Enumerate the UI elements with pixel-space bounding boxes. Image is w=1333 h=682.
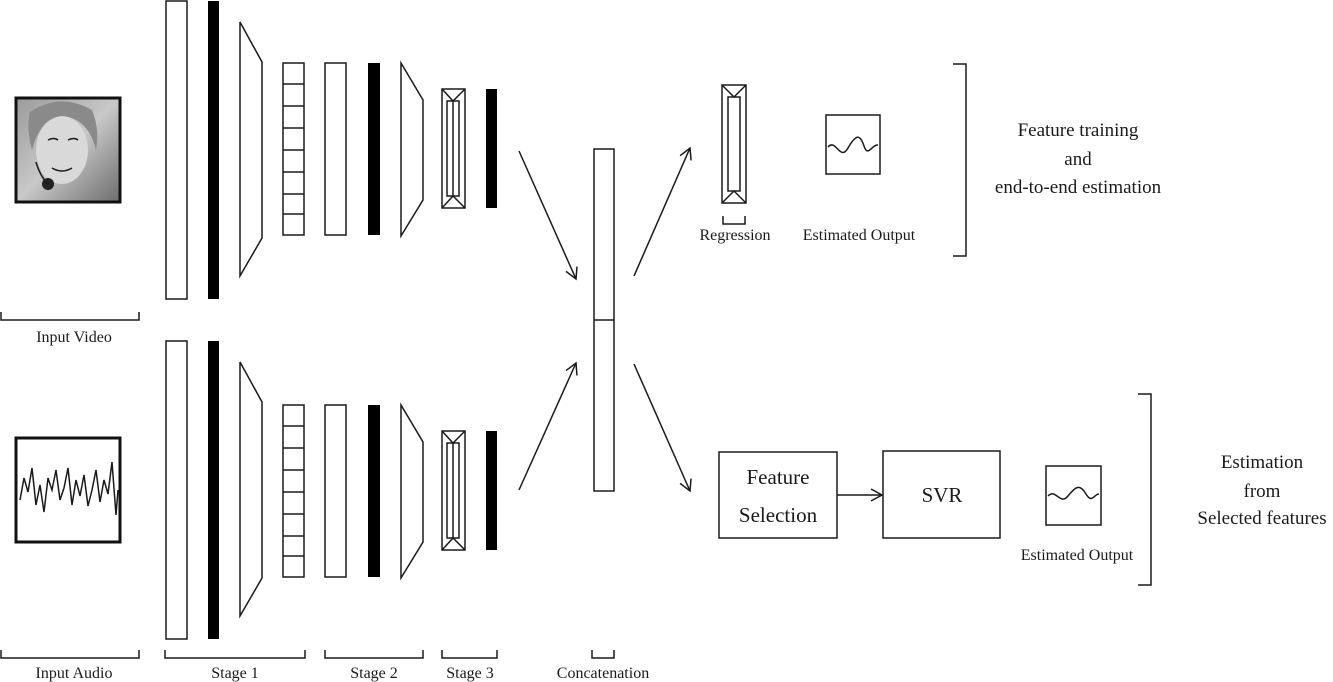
top-description-line3: end-to-end estimation [995, 177, 1162, 198]
stage2-label: Stage 2 [350, 665, 398, 682]
bottom-estimated-output-label: Estimated Output [1021, 547, 1134, 564]
bottom-description-line2: from [1244, 481, 1281, 502]
feature-selection-label-line1: Feature [747, 465, 810, 489]
svr-label: SVR [922, 483, 963, 507]
stage1-label: Stage 1 [211, 665, 259, 682]
video-stage3-blocks [441, 88, 497, 209]
concatenation-vector [593, 148, 615, 492]
arrow-concat-to-feature-selection [633, 363, 692, 493]
input-audio-waveform [14, 436, 122, 544]
svr-box [882, 450, 1001, 539]
stage3-label: Stage 3 [446, 665, 494, 682]
regression-bracket [722, 216, 746, 225]
arrow-concat-to-regression [633, 146, 692, 277]
top-estimated-output-plot [825, 114, 881, 175]
stage1-bracket [164, 650, 306, 659]
top-estimated-output-label: Estimated Output [803, 227, 916, 244]
stage2-bracket [324, 650, 424, 659]
arrow-video-to-concat [518, 150, 578, 281]
input-audio-label: Input Audio [36, 665, 113, 682]
concatenation-label: Concatenation [557, 665, 649, 682]
audio-stage1-blocks [165, 340, 305, 640]
regression-block [721, 84, 747, 204]
regression-label: Regression [699, 227, 770, 244]
audio-stage2-blocks [324, 402, 424, 581]
top-description-line1: Feature training [1018, 120, 1139, 141]
feature-selection-label-line2: Selection [739, 503, 818, 527]
feature-selection-box [718, 451, 838, 539]
input-audio-bracket [0, 650, 140, 659]
arrow-audio-to-concat [518, 361, 578, 491]
video-stage2-blocks [324, 60, 424, 239]
input-video-thumbnail [14, 96, 122, 204]
bottom-branch-bracket [1138, 393, 1152, 586]
top-branch-bracket [953, 63, 967, 257]
stage3-bracket [441, 650, 498, 659]
top-description-line2: and [1064, 149, 1092, 170]
bottom-description-line3: Selected features [1197, 508, 1326, 529]
bottom-description-line1: Estimation [1221, 452, 1304, 473]
concatenation-bracket [591, 650, 615, 659]
audio-stage3-blocks [441, 430, 497, 551]
bottom-estimated-output-plot [1045, 465, 1102, 526]
input-video-label: Input Video [36, 329, 112, 346]
input-video-bracket [0, 312, 140, 321]
video-stage1-blocks [165, 0, 305, 300]
